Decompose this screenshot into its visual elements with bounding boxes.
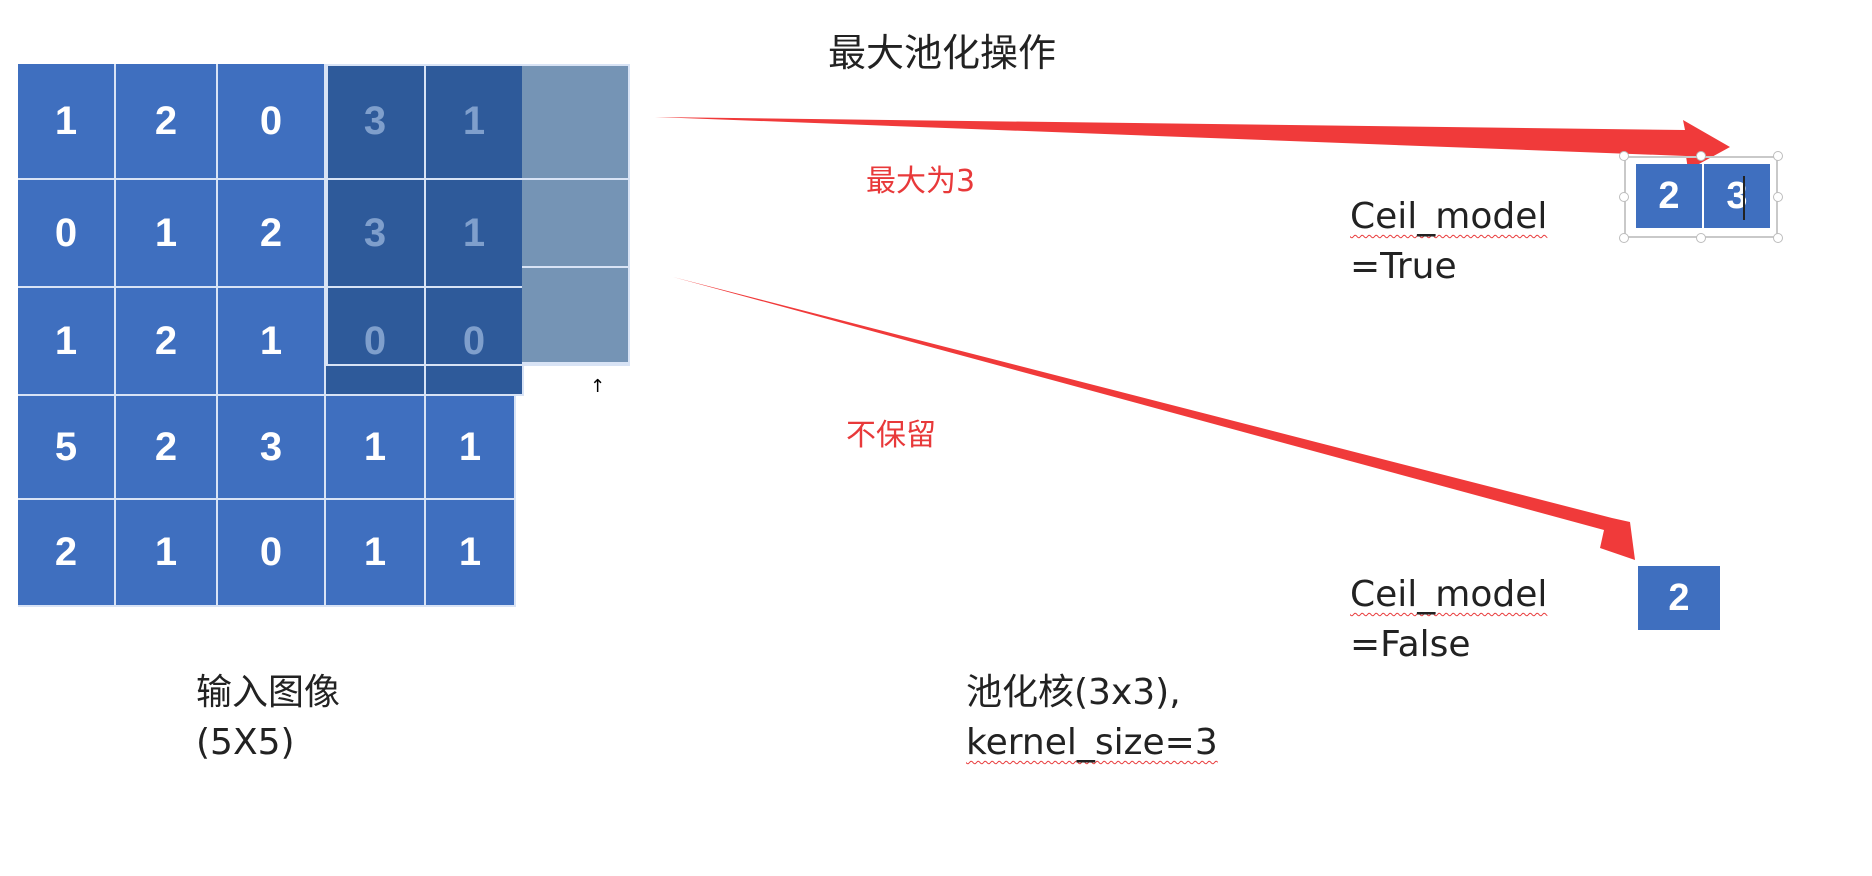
output-cell-ceil-true: 3 [1704, 164, 1770, 228]
grid-cell: 0 [218, 64, 326, 180]
text-caret [1743, 176, 1745, 220]
kernel-label-line1: 池化核(3x3), [966, 672, 1181, 713]
resize-handle[interactable] [1619, 233, 1629, 243]
grid-cell: 1 [116, 180, 218, 288]
grid-cell: 2 [116, 64, 218, 180]
grid-cell-in-kernel: 3 [326, 64, 426, 180]
grid-cell: 1 [426, 396, 516, 500]
ceil-true-line1: Ceil_model [1350, 196, 1548, 237]
grid-cell: 5 [18, 396, 116, 500]
resize-handle[interactable] [1696, 233, 1706, 243]
page-title: 最大池化操作 [828, 31, 1057, 75]
grid-cell: 1 [18, 288, 116, 396]
ceil-true-label: Ceil_model =True [1350, 192, 1547, 292]
resize-handle[interactable] [1619, 151, 1629, 161]
resize-handle[interactable] [1773, 233, 1783, 243]
arrow-to-ceil-true [655, 117, 1730, 170]
grid-cell: 1 [426, 500, 516, 607]
max-annotation: 最大为3 [866, 164, 976, 199]
grid-cell: 2 [18, 500, 116, 607]
grid-cell-in-kernel: 1 [426, 64, 524, 180]
kernel-overflow-cell [522, 64, 630, 180]
ceil-true-line2: =True [1350, 246, 1457, 287]
input-image-label-line1: 输入图像 [196, 672, 341, 713]
grid-cell-in-kernel: 1 [426, 180, 524, 288]
input-image-label-line2: (5X5) [196, 722, 295, 763]
arrow-to-ceil-false [673, 277, 1635, 560]
up-arrow-icon: ↑ [590, 376, 606, 397]
output-cell-ceil-false: 2 [1638, 566, 1720, 630]
resize-handle[interactable] [1696, 151, 1706, 161]
ceil-false-label: Ceil_model =False [1350, 570, 1547, 670]
grid-cell-in-kernel: 3 [326, 180, 426, 288]
grid-cell: 1 [326, 396, 426, 500]
grid-cell: 1 [218, 288, 326, 396]
ceil-false-line1: Ceil_model [1350, 574, 1548, 615]
resize-handle[interactable] [1773, 151, 1783, 161]
kernel-label: 池化核(3x3), kernel_size=3 [966, 668, 1218, 768]
grid-cell-in-kernel: 0 [326, 288, 426, 396]
input-grid: 1 2 0 3 1 0 1 2 3 1 1 2 1 0 0 5 2 3 1 1 … [18, 64, 524, 607]
resize-handle[interactable] [1619, 192, 1629, 202]
grid-cell: 1 [116, 500, 218, 607]
grid-cell: 2 [218, 180, 326, 288]
input-image-label: 输入图像 (5X5) [196, 668, 340, 768]
grid-cell: 1 [18, 64, 116, 180]
discard-annotation: 不保留 [846, 418, 936, 453]
kernel-label-line2: kernel_size=3 [966, 722, 1218, 763]
grid-cell: 2 [116, 396, 218, 500]
kernel-overflow-cell [522, 268, 630, 364]
resize-handle[interactable] [1773, 192, 1783, 202]
grid-cell: 0 [218, 500, 326, 607]
output-cell-ceil-true: 2 [1636, 164, 1702, 228]
grid-cell: 1 [326, 500, 426, 607]
ceil-false-line2: =False [1350, 624, 1471, 665]
grid-cell: 3 [218, 396, 326, 500]
grid-cell-in-kernel: 0 [426, 288, 524, 396]
grid-cell: 0 [18, 180, 116, 288]
grid-cell: 2 [116, 288, 218, 396]
kernel-overflow-cell [522, 180, 630, 268]
